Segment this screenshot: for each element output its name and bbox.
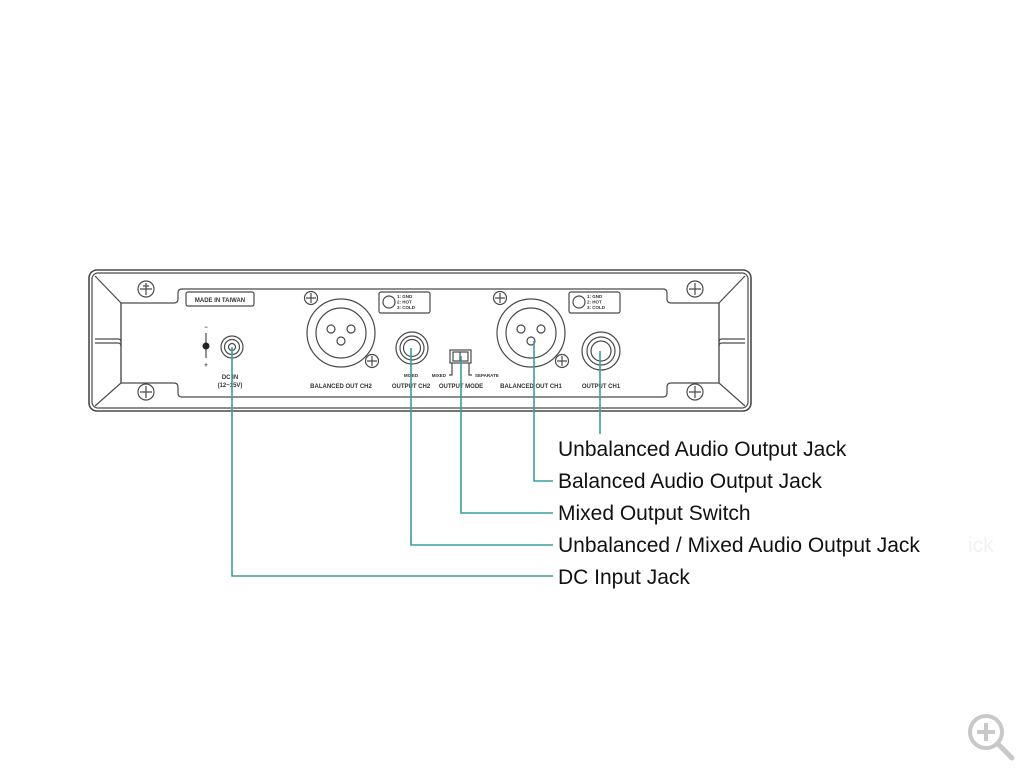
svg-text:3: COLD: 3: COLD [587, 305, 606, 310]
svg-text:3: COLD: 3: COLD [397, 305, 416, 310]
switch-separate-label: SEPARATE [475, 373, 499, 378]
zoom-in-icon [968, 714, 1015, 761]
balanced-out-ch1-label: BALANCED OUT CH1 [500, 384, 562, 390]
callout-label-unbalanced-audio-output-jack: Unbalanced Audio Output Jack [558, 438, 847, 461]
rear-panel [88, 269, 752, 412]
callout-line-mixed-switch [460, 356, 553, 514]
svg-text:1: GND: 1: GND [587, 294, 603, 299]
balanced-out-ch2-label: BALANCED OUT CH2 [310, 384, 372, 390]
svg-text:+: + [204, 363, 208, 369]
output-ch2-jack[interactable] [395, 331, 429, 365]
xlr-pinout-badge: 1: GND 2: HOT 3: COLD [568, 291, 621, 314]
dc-polarity-icon: − + [202, 325, 210, 369]
dc-in-label: DC IN [222, 375, 238, 381]
zoom-in-button[interactable] [964, 710, 1018, 764]
dc-in-voltage: (12~15V) [218, 383, 243, 389]
ghost-text: ick [968, 534, 994, 557]
screw-icon [137, 280, 155, 298]
svg-text:2: HOT: 2: HOT [587, 300, 602, 305]
xlr-output-ch1[interactable] [492, 290, 570, 369]
xlr-pinout-badge: 1: GND 2: HOT 3: COLD [378, 291, 431, 314]
svg-text:1: GND: 1: GND [397, 294, 413, 299]
callout-line-dc-input [231, 347, 553, 577]
svg-text:−: − [204, 325, 208, 331]
made-in-taiwan-badge: MADE IN TAIWAN [185, 291, 255, 307]
screw-icon [137, 383, 155, 401]
xlr-output-ch2[interactable] [303, 290, 380, 369]
output-ch1-jack[interactable] [581, 331, 621, 371]
callout-line-mixed-output [410, 348, 553, 546]
callout-line-balanced-output [533, 341, 553, 482]
svg-text:2: HOT: 2: HOT [397, 300, 412, 305]
switch-mixed-label: MIXED [432, 373, 447, 378]
output-ch1-label: OUTPUT CH1 [582, 384, 621, 390]
made-in-label: MADE IN TAIWAN [195, 298, 245, 304]
callout-label-balanced-audio-output-jack: Balanced Audio Output Jack [558, 470, 822, 493]
callout-label-unbalanced-mixed-audio-output-jack: Unbalanced / Mixed Audio Output Jack [558, 534, 920, 557]
callout-label-dc-input-jack: DC Input Jack [558, 566, 690, 589]
callout-label-mixed-output-switch: Mixed Output Switch [558, 502, 751, 525]
screw-icon [686, 383, 704, 401]
screw-icon [686, 280, 704, 298]
